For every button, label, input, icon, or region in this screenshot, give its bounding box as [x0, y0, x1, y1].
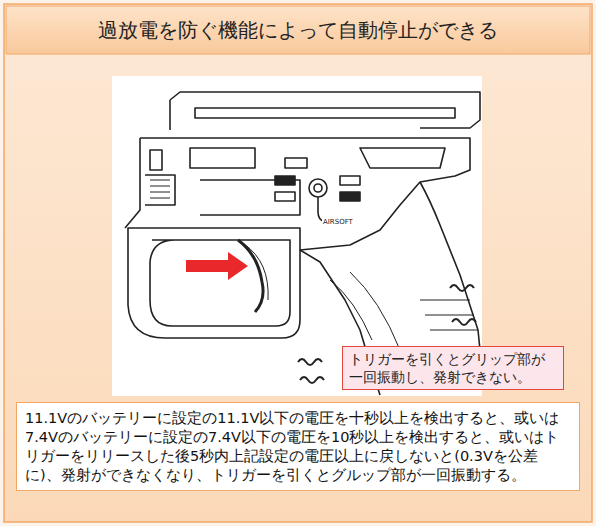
title: 過放電を防ぐ機能によって自動停止ができる [98, 17, 498, 44]
brand-mark: AIRSOFT [322, 218, 354, 226]
callout-box: トリガーを引くとグリップ部が一回振動し、発射できない。 [342, 346, 564, 390]
node-text: トリガーを引くとグリップ部が一回振動し、発射できない。 [349, 350, 557, 386]
note-box: 11.1Vのバッテリーに設定の11.1V以下の電圧を十秒以上を検出すると、或いは… [16, 402, 580, 491]
arrow [186, 252, 248, 280]
node-text: 11.1Vのバッテリーに設定の11.1V以下の電圧を十秒以上を検出すると、或いは… [25, 409, 571, 484]
title-band: 過放電を防ぐ機能によって自動停止ができる [6, 6, 590, 54]
